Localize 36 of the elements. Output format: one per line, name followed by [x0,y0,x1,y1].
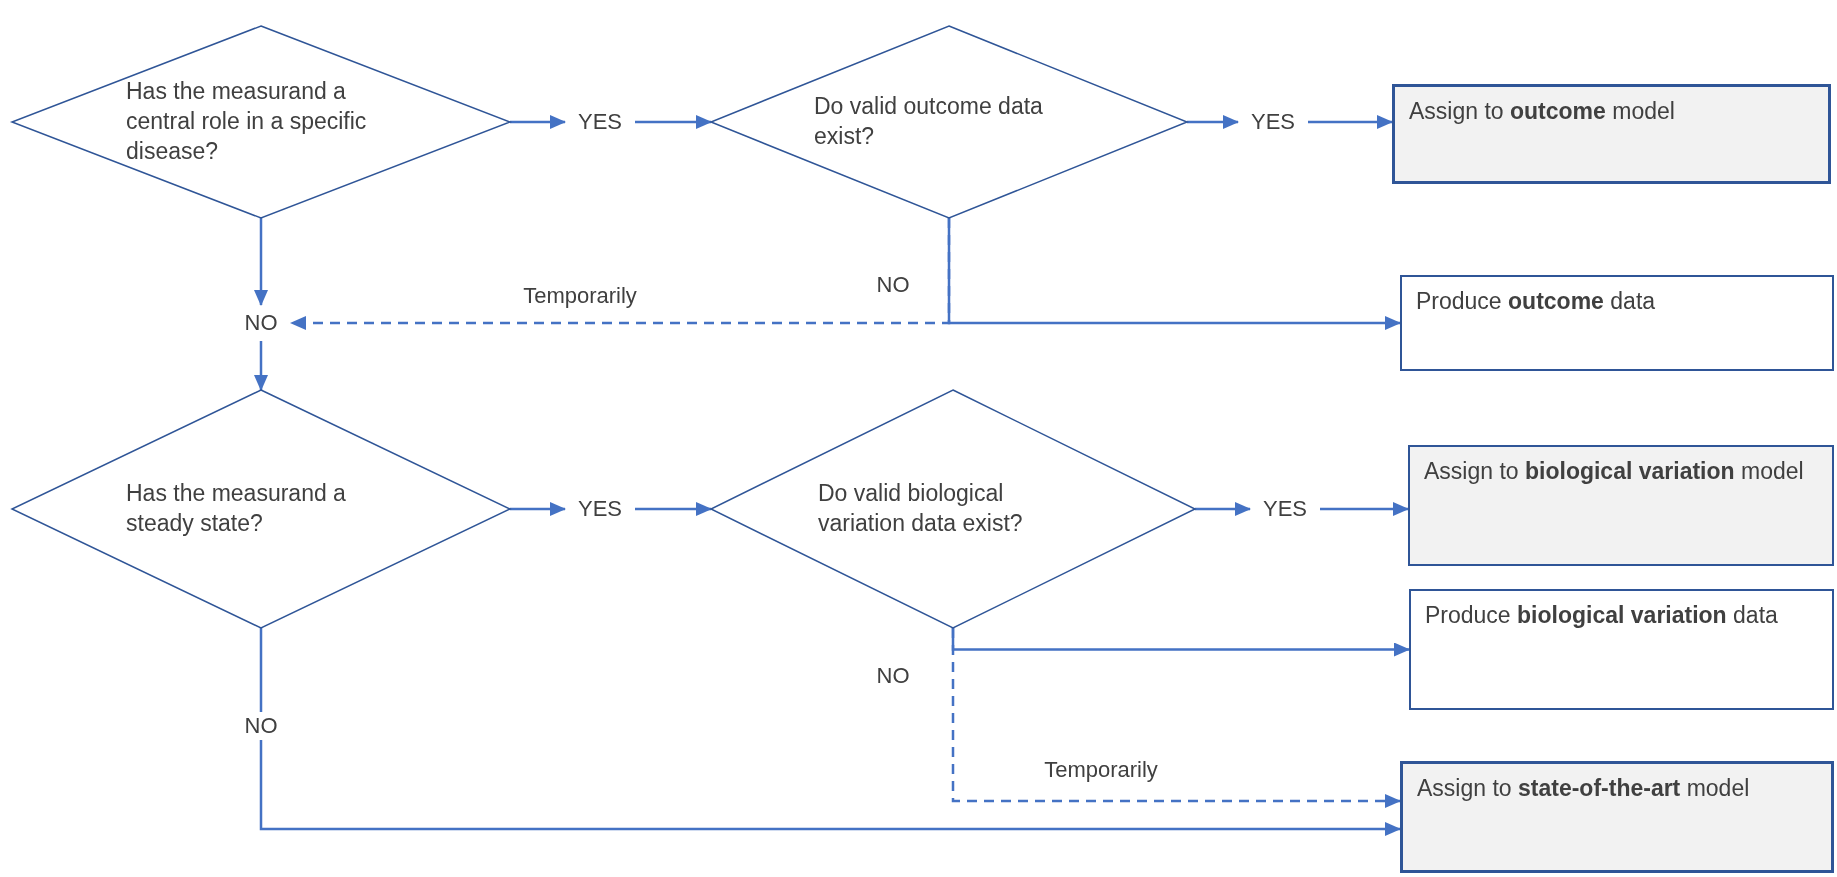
connector-arrow [951,628,1401,808]
branch-label: YES [1238,106,1308,138]
box-label: Assign to biological variation model [1424,457,1805,486]
box-label: Assign to outcome model [1409,97,1676,126]
outcome-box [1408,445,1834,566]
decision-diamond [711,390,1195,628]
decision-diamond [12,390,510,628]
connector-arrow [510,115,566,129]
question-text: Has the measurand a central role in a specific disease? [126,77,368,166]
connector-arrow [1308,115,1393,129]
connector-arrow [1187,115,1239,129]
outcome-box [1400,275,1834,371]
branch-label: YES [565,493,635,525]
connector-arrow [1320,502,1409,516]
connector-arrow [254,218,268,306]
question-text: Do valid biological variation data exist? [818,479,1024,538]
question-text: Do valid outcome data exist? [814,92,1044,151]
box-label: Assign to state-of-the-art model [1417,774,1751,803]
connector-arrow [510,502,566,516]
question-text: Has the measurand a steady state? [126,479,347,538]
connector-arrow [635,502,712,516]
outcome-box [1400,761,1834,873]
box-label: Produce outcome data [1416,287,1657,316]
box-label: Produce biological variation data [1425,601,1779,630]
connector-arrow [1195,502,1251,516]
outcome-box [1392,84,1831,184]
branch-label: YES [1250,493,1320,525]
connector-arrow [259,628,1401,836]
outcome-box [1409,589,1834,710]
decision-diamond [12,26,510,218]
connector-arrow [635,115,712,129]
connector-arrow [290,218,951,330]
connector-arrow [254,341,268,391]
branch-label: NO [231,305,291,341]
branch-label: YES [565,106,635,138]
decision-diamond [711,26,1187,218]
